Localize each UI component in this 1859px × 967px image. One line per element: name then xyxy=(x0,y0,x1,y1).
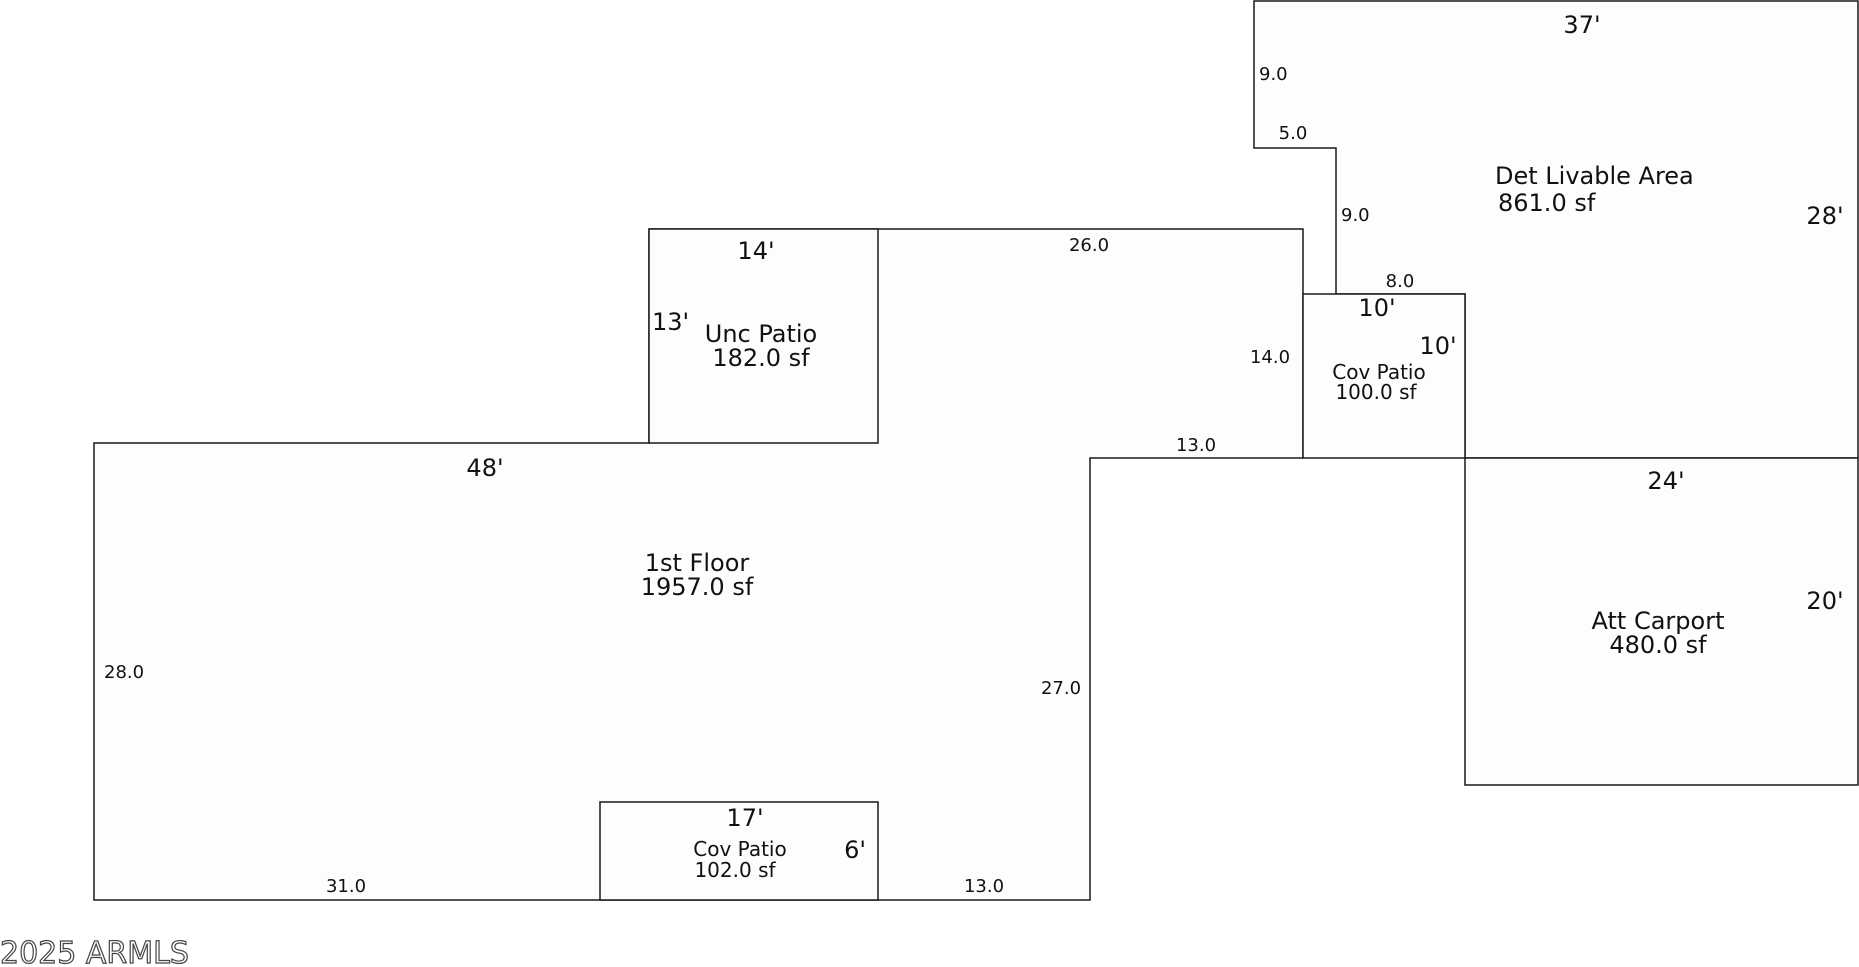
dim-first-floor-step: 13.0 xyxy=(1176,435,1216,456)
att-carport-label: Att Carport xyxy=(1592,607,1725,635)
dim-det-notch-left: 9.0 xyxy=(1259,64,1288,85)
cov-patio-bottom-area: 102.0 sf xyxy=(694,858,776,882)
dim-carport-top: 24' xyxy=(1647,467,1684,495)
unc-patio-label: Unc Patio xyxy=(705,320,817,348)
dim-carport-right: 20' xyxy=(1806,587,1843,615)
cov-patio-bottom-shape xyxy=(599,801,879,901)
att-carport-area: 480.0 sf xyxy=(1609,631,1707,659)
cov-patio-top-label: Cov Patio xyxy=(1332,360,1425,384)
dim-det-notch-inner: 9.0 xyxy=(1341,205,1370,226)
dim-cov-patio-top-top: 10' xyxy=(1358,294,1395,322)
dim-unc-patio-left: 13' xyxy=(652,308,689,336)
first-floor-area: 1957.0 sf xyxy=(641,573,754,601)
dim-first-floor-right: 27.0 xyxy=(1041,678,1081,699)
unc-patio-area: 182.0 sf xyxy=(712,344,810,372)
cov-patio-top-area: 100.0 sf xyxy=(1335,380,1417,404)
dim-first-floor-left: 28.0 xyxy=(104,662,144,683)
dim-unc-patio-top: 14' xyxy=(737,237,774,265)
dim-det-notch-top: 5.0 xyxy=(1279,123,1308,144)
dim-first-floor-upper-right: 14.0 xyxy=(1250,347,1290,368)
det-livable-label: Det Livable Area xyxy=(1495,162,1694,190)
first-floor-label: 1st Floor xyxy=(645,549,750,577)
dim-cov-patio-top-right: 10' xyxy=(1419,332,1456,360)
cov-patio-bottom-label: Cov Patio xyxy=(693,837,786,861)
cov-patio-top-shape xyxy=(1302,293,1466,459)
dim-det-right: 28' xyxy=(1806,202,1843,230)
copyright-watermark: 2025 ARMLS xyxy=(0,936,189,967)
dim-det-bottom-inner: 8.0 xyxy=(1386,271,1415,292)
dim-first-floor-bottom-right: 13.0 xyxy=(964,876,1004,897)
dim-first-floor-bottom-left: 31.0 xyxy=(326,876,366,897)
dim-cov-patio-bottom-right: 6' xyxy=(844,836,866,864)
det-livable-area: 861.0 sf xyxy=(1498,189,1596,217)
dim-first-floor-top: 48' xyxy=(466,454,503,482)
dim-cov-patio-bottom-top: 17' xyxy=(726,804,763,832)
unc-patio-shape xyxy=(648,228,879,444)
dim-first-floor-upper-top: 26.0 xyxy=(1069,235,1109,256)
att-carport-shape xyxy=(1464,457,1859,786)
dim-det-top: 37' xyxy=(1563,11,1600,39)
